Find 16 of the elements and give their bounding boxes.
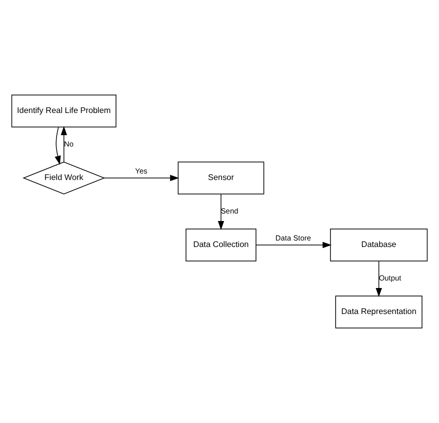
arrow — [376, 260, 382, 297]
node-box: Sensor — [178, 162, 264, 194]
node-box: Data Representation — [335, 296, 422, 328]
node-box: Identify Real Life Problem — [11, 94, 116, 128]
edge-label: Output — [378, 273, 402, 282]
edge-label: Yes — [135, 166, 148, 176]
node-box: Database — [330, 228, 428, 262]
node-diamond: Field Work — [22, 162, 106, 194]
node-box: Data Collection — [186, 228, 256, 262]
arrow — [104, 174, 180, 182]
arrow — [256, 242, 332, 248]
arrow — [60, 126, 68, 162]
edge-label: No — [64, 139, 74, 148]
arrow — [54, 126, 61, 165]
arrow — [218, 194, 224, 230]
edge-label: Data Store — [275, 234, 311, 243]
